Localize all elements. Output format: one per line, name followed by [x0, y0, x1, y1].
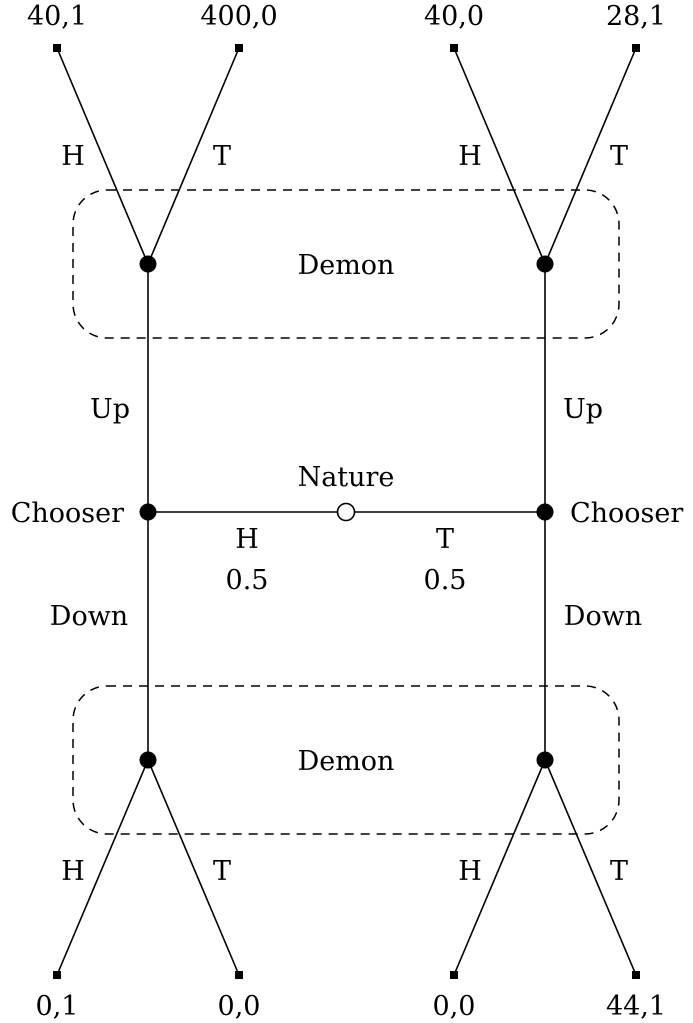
edge-bottom-left-t — [147, 759, 240, 976]
demon-label-top: Demon — [298, 250, 395, 281]
branch-label-bottom-left-t: T — [213, 856, 231, 887]
branch-label-top-right-t: T — [610, 141, 628, 172]
edge-top-left-h — [56, 47, 149, 265]
terminal-node-bottom-left-h — [53, 971, 61, 979]
nature-outcome-h: H — [235, 524, 259, 555]
demon-information-set-bottom — [72, 685, 620, 835]
terminal-node-bottom-left-t — [235, 971, 243, 979]
branch-label-top-left-h: H — [61, 141, 85, 172]
branch-label-top-right-h: H — [458, 141, 482, 172]
edge-top-left-t — [147, 47, 240, 265]
edge-bottom-left-h — [56, 759, 149, 976]
payoff-bottom-right-h: 0,0 — [433, 991, 476, 1022]
demon-node-bottom-left — [139, 751, 157, 769]
payoff-top-left-t: 400,0 — [200, 1, 277, 32]
terminal-node-top-right-h — [450, 44, 458, 52]
edge-bottom-right-t — [544, 759, 637, 976]
demon-node-top-left — [139, 255, 157, 273]
action-label-up-left: Up — [90, 394, 130, 425]
terminal-node-top-right-t — [632, 44, 640, 52]
demon-node-bottom-right — [536, 751, 554, 769]
action-label-down-right: Down — [564, 601, 642, 632]
chooser-node-left — [139, 503, 157, 521]
chooser-label-right: Chooser — [570, 498, 683, 529]
nature-probability-t: 0.5 — [424, 565, 467, 596]
payoff-top-left-h: 40,1 — [27, 1, 87, 32]
payoff-top-right-h: 40,0 — [424, 1, 484, 32]
nature-outcome-t: T — [436, 524, 454, 555]
terminal-node-bottom-right-h — [450, 971, 458, 979]
demon-information-set-top — [72, 189, 620, 339]
branch-label-bottom-left-h: H — [61, 856, 85, 887]
edge-bottom-right-h — [453, 759, 546, 976]
terminal-node-bottom-right-t — [632, 971, 640, 979]
nature-chance-node — [336, 502, 356, 522]
chooser-node-right — [536, 503, 554, 521]
payoff-bottom-right-t: 44,1 — [606, 991, 666, 1022]
demon-label-bottom: Demon — [298, 746, 395, 777]
nature-label: Nature — [298, 462, 395, 493]
branch-label-bottom-right-t: T — [610, 856, 628, 887]
terminal-node-top-left-h — [53, 44, 61, 52]
payoff-top-right-t: 28,1 — [606, 1, 666, 32]
demon-node-top-right — [536, 255, 554, 273]
branch-label-top-left-t: T — [213, 141, 231, 172]
action-label-up-right: Up — [563, 394, 603, 425]
edge-top-right-h — [453, 47, 546, 265]
nature-probability-h: 0.5 — [226, 565, 269, 596]
branch-label-bottom-right-h: H — [458, 856, 482, 887]
payoff-bottom-left-h: 0,1 — [36, 991, 79, 1022]
chooser-label-left: Chooser — [11, 498, 124, 529]
payoff-bottom-left-t: 0,0 — [218, 991, 261, 1022]
edge-top-right-t — [544, 47, 637, 265]
action-label-down-left: Down — [50, 601, 128, 632]
terminal-node-top-left-t — [235, 44, 243, 52]
